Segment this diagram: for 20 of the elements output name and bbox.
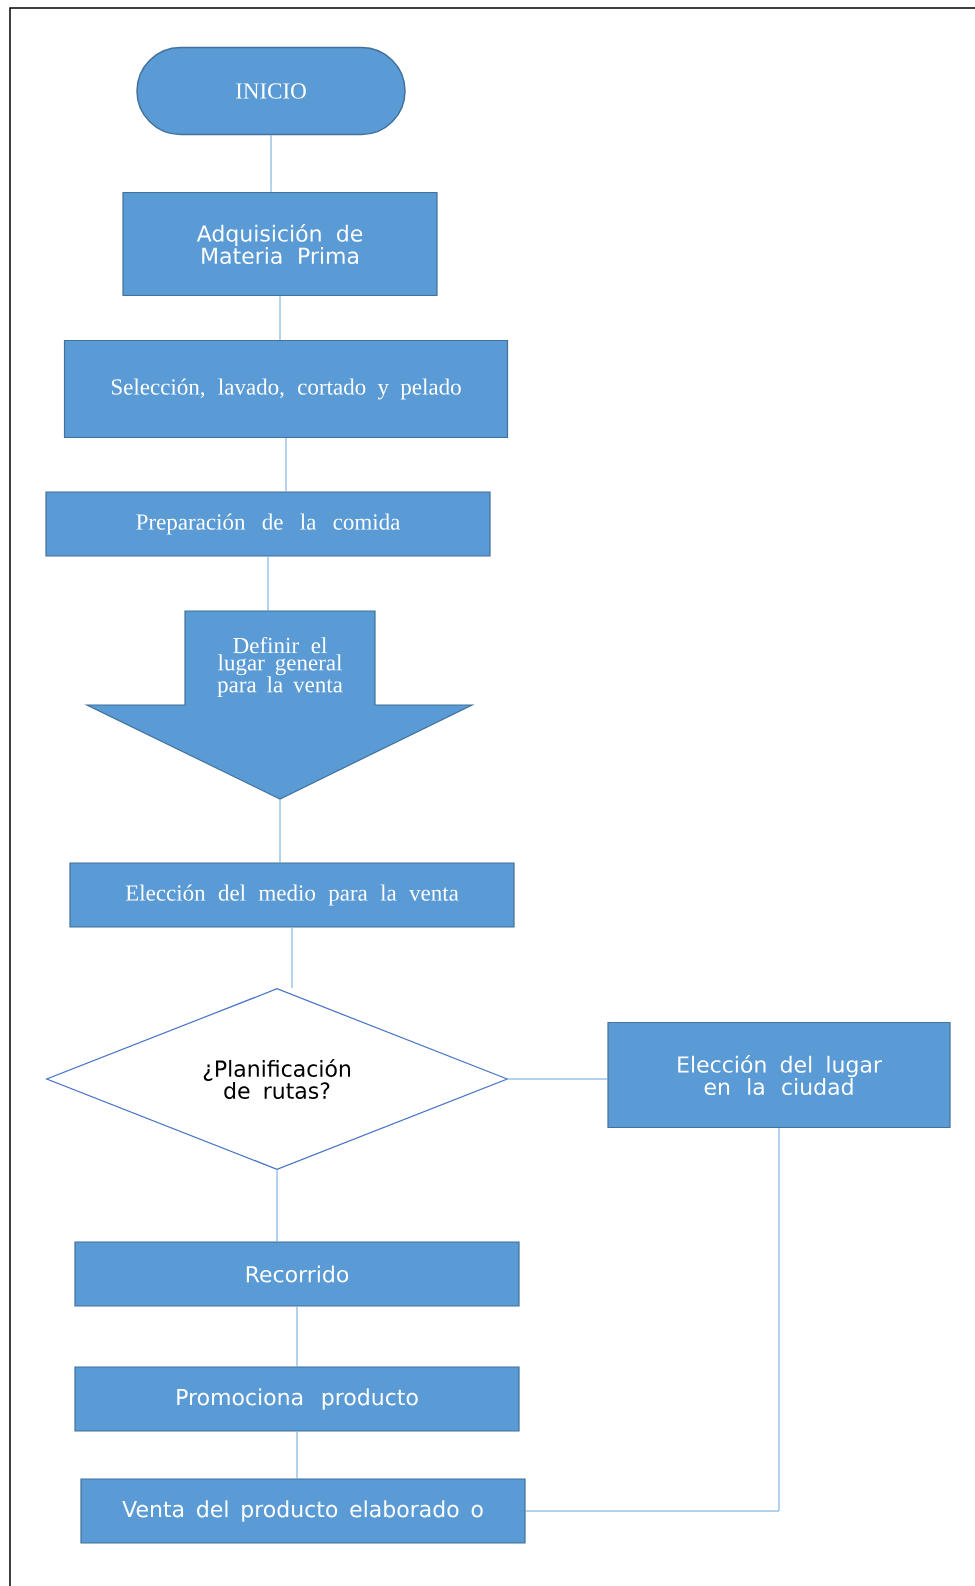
connector-line — [279, 798, 281, 863]
process-box: Elección del medio para la venta — [69, 862, 515, 928]
process-box: Preparación de la comida — [45, 491, 491, 557]
process-box: Recorrido — [74, 1241, 520, 1307]
connector-line — [276, 1169, 278, 1242]
connector-line — [507, 1078, 608, 1080]
process-box: Elección del lugar en la ciudad — [607, 1021, 951, 1129]
process-box: Adquisición de Materia Prima — [122, 191, 438, 297]
process-box: Selección, lavado, cortado y pelado — [63, 339, 509, 439]
process-box: Venta del producto elaborado o — [80, 1478, 526, 1544]
connector-line — [267, 556, 269, 612]
connector-line — [270, 134, 272, 193]
start-terminal: INICIO — [136, 46, 406, 136]
connector-line — [291, 927, 293, 989]
process-box: Promociona producto — [74, 1366, 520, 1432]
connector-line — [296, 1431, 298, 1479]
connector-line — [285, 437, 287, 492]
connector-line — [279, 295, 281, 341]
connector-line — [525, 1127, 780, 1512]
connector-line — [296, 1306, 298, 1367]
